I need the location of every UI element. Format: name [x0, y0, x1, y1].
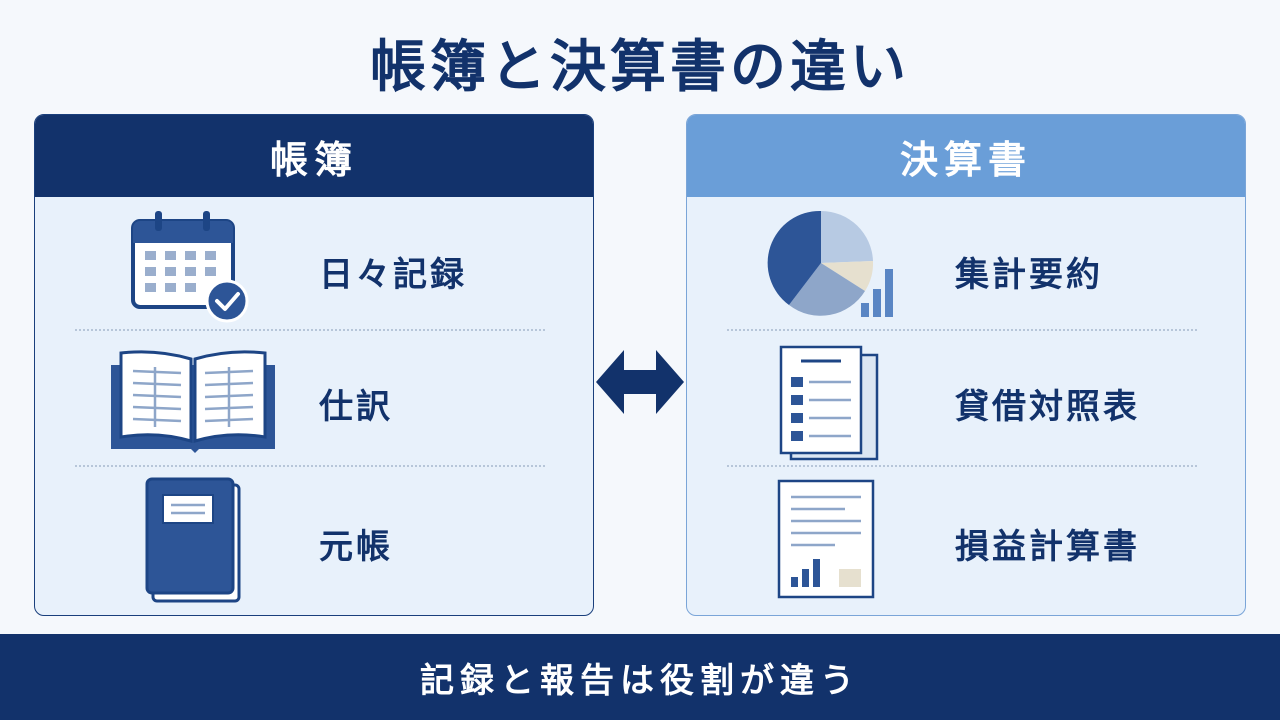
list-item: 日々記録 [35, 199, 593, 335]
list-item: 損益計算書 [687, 471, 1245, 607]
list-item: 仕訳 [35, 335, 593, 471]
financial-statements-panel: 決算書 集計要約 貸借対照表 [686, 114, 1246, 616]
list-item: 集計要約 [687, 199, 1245, 335]
page-title: 帳簿と決算書の違い [370, 35, 910, 100]
divider [727, 329, 1197, 331]
item-label: 日々記録 [319, 255, 467, 295]
divider [75, 465, 545, 467]
list-item: 元帳 [35, 471, 593, 607]
item-label: 集計要約 [955, 255, 1103, 295]
footer-banner: 記録と報告は役割が違う [0, 634, 1280, 720]
divider [75, 329, 545, 331]
financial-statements-panel-header: 決算書 [687, 115, 1245, 197]
ledger-book-icon [145, 477, 241, 603]
divider [727, 465, 1197, 467]
ledger-panel-header: 帳簿 [35, 115, 593, 197]
item-label: 元帳 [319, 527, 393, 567]
income-statement-icon [777, 479, 875, 599]
item-label: 貸借対照表 [955, 387, 1140, 427]
pie-chart-icon [767, 210, 893, 317]
list-item: 貸借対照表 [687, 335, 1245, 471]
ledger-panel: 帳簿 日々記録 [34, 114, 594, 616]
item-label: 仕訳 [319, 387, 393, 427]
calendar-check-icon [131, 211, 249, 323]
balance-sheet-icon [779, 345, 879, 461]
double-arrow-icon [596, 350, 684, 414]
item-label: 損益計算書 [955, 527, 1140, 567]
open-book-icon [111, 350, 275, 453]
